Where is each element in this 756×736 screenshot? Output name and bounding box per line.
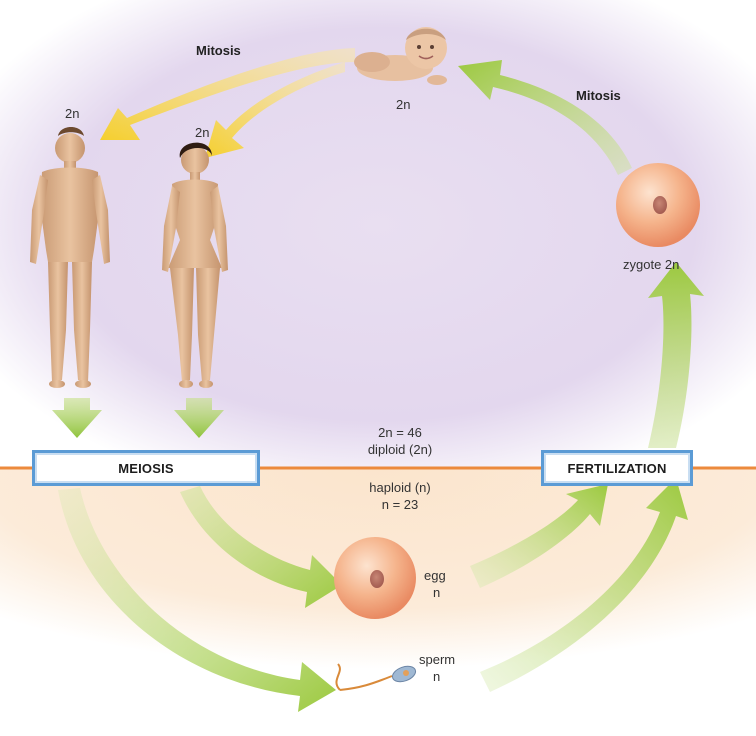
diploid-count-label: 2n = 46 [378,425,422,440]
male-ploidy-label: 2n [65,106,80,121]
arrow-meiosis-to-egg [180,486,342,608]
egg-ploidy-label: n [433,585,441,600]
arrow-meiosis-to-sperm [58,488,336,712]
egg-cell [334,537,416,619]
female-ploidy-label: 2n [195,125,210,140]
haploid-count-label: n = 23 [381,497,419,512]
mitosis-label-right: Mitosis [576,88,621,103]
arrow-male-to-meiosis [52,398,102,438]
diploid-text-label: diploid (2n) [367,442,433,457]
arrow-fertilization-to-zygote [648,262,704,448]
male-figure [30,127,110,388]
arrow-egg-to-fertilization [470,484,608,588]
sperm-ploidy-label: n [433,669,441,684]
sperm-cell [335,663,417,691]
sperm-label: sperm [419,652,456,667]
mitosis-arrow-to-male [100,48,355,140]
mitosis-arrow-to-baby [458,60,632,175]
meiosis-box: MEIOSIS [32,450,260,486]
fertilization-box: FERTILIZATION [541,450,693,486]
female-figure [162,142,228,388]
haploid-text-label: haploid (n) [369,480,431,495]
arrow-female-to-meiosis [174,398,224,438]
baby-figure [354,27,447,85]
egg-label: egg [424,568,446,583]
mitosis-label-left: Mitosis [196,43,241,58]
zygote-cell [616,163,700,247]
mitosis-arrow-to-female [205,62,345,158]
baby-ploidy-label: 2n [396,97,411,112]
zygote-label: zygote 2n [623,257,680,272]
arrow-sperm-to-fertilization [480,478,688,692]
